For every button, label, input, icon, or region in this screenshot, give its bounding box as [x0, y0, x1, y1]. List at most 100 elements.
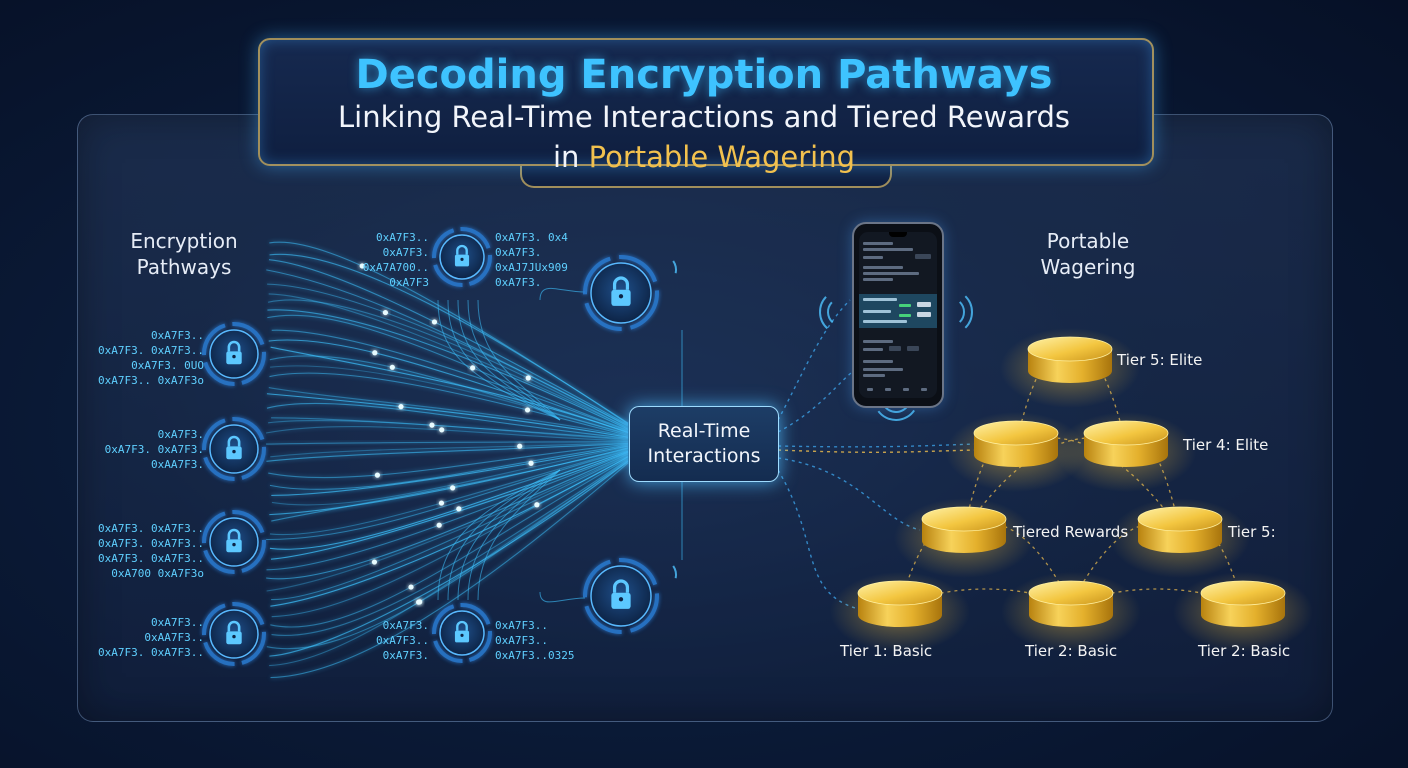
lock-keyhole — [618, 294, 624, 299]
hex-group-bottom-right: 0xA7F3.. 0xA7F3.. 0xA7F3..0325 — [495, 618, 574, 663]
coin-tier-3-right — [1110, 498, 1250, 578]
hex-group-left-2: 0xA7F3. 0xA7F3. 0xA7F3. 0xAA7F3. — [105, 427, 204, 472]
dotted-data-link — [777, 457, 921, 531]
hex-text: 0xA7F3 — [389, 276, 429, 289]
signal-wave-right — [964, 295, 973, 329]
page-subtitle: Linking Real-Time Interactions and Tiere… — [338, 100, 1070, 134]
data-spark — [534, 502, 540, 508]
hex-text: 0xA7F3. — [157, 428, 204, 441]
data-spark — [470, 365, 476, 371]
fiber-wire — [271, 457, 629, 618]
hex-group-top-left: 0xA7F3.. 0xA7F3. 0xA7A700.. 0xA7F3 — [363, 230, 429, 290]
fiber-wire — [271, 445, 629, 496]
signal-wave-right — [959, 301, 965, 323]
dotted-data-link — [777, 469, 856, 609]
fiber-wire — [269, 461, 629, 667]
dotted-data-link — [777, 299, 851, 421]
coin-top — [1027, 336, 1113, 362]
fiber-wire — [467, 469, 561, 601]
tier-label: Tiered Rewards — [1013, 523, 1129, 541]
fiber-wire — [269, 372, 629, 436]
hex-group-left-3: 0xA7F3. 0xA7F3.. 0xA7F3. 0xA7F3.. 0xA7F3… — [98, 521, 204, 581]
data-spark — [372, 350, 378, 356]
signal-wave-left — [819, 296, 829, 330]
hex-text: 0xA7F3.. — [376, 634, 429, 647]
lock-shackle — [227, 620, 241, 632]
hex-text: 0xA7F3. — [495, 276, 542, 289]
fiber-wire — [266, 402, 629, 439]
real-time-interactions-box: Real-Time Interactions — [629, 406, 779, 482]
reward-coins — [830, 328, 1313, 652]
fiber-wire — [477, 299, 561, 421]
fiber-wire — [266, 393, 629, 438]
fiber-wire — [269, 355, 629, 435]
lock-keyhole — [232, 634, 236, 639]
coin-top — [857, 580, 943, 606]
hex-text: 0xA7F3. 0UO — [131, 359, 204, 372]
fiber-wire — [457, 299, 561, 421]
hex-text: 0xA7F3. 0xA7F3.. — [98, 552, 204, 565]
encryption-label-line2: Pathways — [136, 255, 232, 279]
dotted-data-link — [777, 369, 856, 433]
hex-group-left-1: 0xA7F3.. 0xA7F3. 0xA7F3.. 0xA7F3. 0UO 0x… — [98, 328, 204, 388]
fiber-wire — [270, 458, 629, 628]
fiber-wire — [267, 309, 629, 430]
data-spark — [525, 375, 531, 381]
fiber-wire — [268, 420, 629, 441]
fiber-wire — [266, 442, 629, 462]
hex-text: 0xA7F3. — [382, 649, 429, 662]
lock-ring — [202, 510, 266, 574]
fiber-wire — [271, 329, 629, 432]
hex-group-top-right: 0xA7F3. 0x4 0xA7F3. 0xAJ7JUx909 0xA7F3. — [495, 230, 568, 290]
hex-text: 0xA7F3.. — [151, 616, 204, 629]
hex-text: 0xA7F3. 0xA7F3. — [104, 443, 204, 456]
data-spark — [389, 364, 395, 370]
lock-node-hub-bottom — [583, 558, 659, 634]
hex-text: 0xA7F3..0325 — [495, 649, 575, 662]
encryption-label-line1: Encryption — [130, 229, 238, 253]
lock-keyhole — [460, 633, 464, 637]
lock-shackle — [612, 579, 630, 593]
coin-top — [973, 420, 1059, 446]
data-sparks — [359, 263, 540, 605]
tier-label: Tier 4: Elite — [1183, 436, 1269, 454]
lock-node-left-3 — [202, 510, 266, 574]
page-title: Decoding Encryption Pathways — [355, 52, 1053, 98]
hex-text: 0xA7F3.. — [376, 231, 429, 244]
tier-label: Tier 5: — [1228, 523, 1276, 541]
hex-text: 0xA7F3.. 0xA7F3o — [98, 374, 204, 387]
lock-keyhole — [460, 257, 464, 261]
fiber-wire — [267, 283, 629, 428]
data-spark — [517, 443, 523, 449]
data-spark — [416, 599, 422, 605]
lock-ring — [583, 558, 659, 634]
lock-ring — [202, 417, 266, 481]
data-spark — [524, 407, 531, 413]
lock-node-left-4 — [202, 602, 266, 666]
coin-top — [1083, 420, 1169, 446]
lock-ring — [202, 322, 266, 386]
hex-group-bottom-left: 0xA7F3. 0xA7F3.. 0xA7F3. — [376, 618, 429, 663]
signal-wave-left — [827, 301, 834, 324]
fiber-wire — [271, 455, 629, 601]
lock-ring — [583, 255, 659, 331]
lock-keyhole — [232, 449, 236, 454]
lock-node-left-1 — [202, 322, 266, 386]
coin-tier-2-mid — [1001, 572, 1141, 652]
wagering-label-line1: Portable — [1046, 229, 1130, 253]
lock-keyhole — [232, 354, 236, 359]
fiber-wire — [269, 449, 629, 536]
fiber-wire — [437, 469, 561, 601]
hex-text: 0xAJ7JUx909 — [495, 261, 568, 274]
fiber-wire — [266, 454, 629, 592]
subtitle-highlight: Portable Wagering — [588, 140, 856, 174]
lock-shackle — [227, 435, 241, 447]
wagering-label-line2: Wagering — [1040, 255, 1136, 279]
tier-label: Tier 2: Basic — [1198, 642, 1291, 660]
lock-ring — [432, 603, 492, 663]
coin-top — [1028, 580, 1114, 606]
fiber-wire — [539, 287, 586, 301]
hex-text: 0xA700 0xA7F3o — [111, 567, 204, 580]
data-spark — [438, 500, 445, 506]
